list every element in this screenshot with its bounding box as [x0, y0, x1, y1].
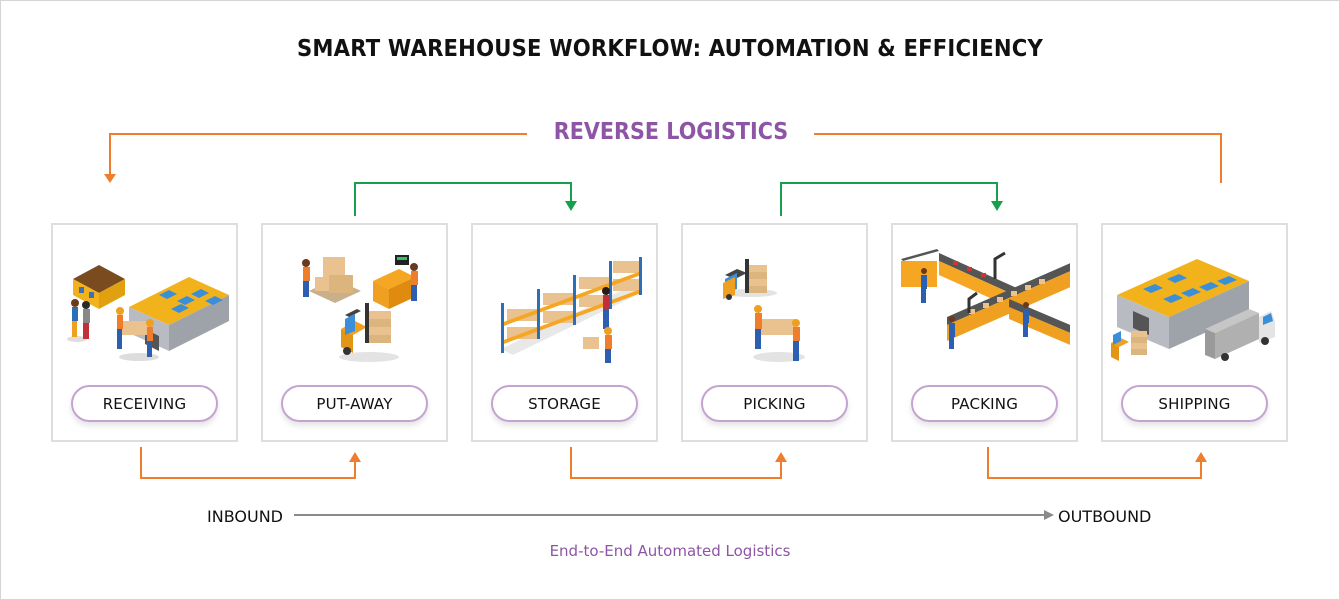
reverse-logistics-label: REVERSE LOGISTICS — [553, 119, 789, 145]
stage-button-shipping[interactable]: SHIPPING — [1121, 385, 1268, 422]
reverse-logistics-arrow — [109, 133, 1222, 183]
stage-button-packing[interactable]: PACKING — [911, 385, 1058, 422]
orange-connector-storage-picking — [570, 447, 787, 479]
inbound-label: INBOUND — [207, 507, 283, 526]
inbound-outbound-arrow — [294, 510, 1054, 520]
reverse-arrowhead — [104, 174, 116, 183]
green-connector-putaway-storage — [354, 182, 577, 216]
stage-button-picking[interactable]: PICKING — [701, 385, 848, 422]
orange-connector-packing-shipping — [987, 447, 1207, 479]
flow-caption: End-to-End Automated Logistics — [549, 542, 791, 560]
page-title: SMART WAREHOUSE WORKFLOW: AUTOMATION & E… — [297, 36, 1043, 62]
stage-card-put-away: PUT-AWAY — [261, 223, 448, 442]
stage-card-storage: STORAGE — [471, 223, 658, 442]
packing-conveyor-icon — [901, 249, 1070, 349]
green-connector-picking-packing — [780, 182, 1003, 216]
stage-button-storage[interactable]: STORAGE — [491, 385, 638, 422]
orange-connector-receiving-putaway — [140, 447, 361, 479]
stage-card-shipping: SHIPPING — [1101, 223, 1288, 442]
stage-card-receiving: RECEIVING — [51, 223, 238, 442]
stage-card-packing: PACKING — [891, 223, 1078, 442]
put-away-forklift-icon — [302, 255, 418, 362]
stage-button-put-away[interactable]: PUT-AWAY — [281, 385, 428, 422]
warehouse-receiving-icon — [67, 265, 229, 361]
stage-button-receiving[interactable]: RECEIVING — [71, 385, 218, 422]
shipping-truck-icon — [1111, 259, 1275, 361]
outbound-label: OUTBOUND — [1058, 507, 1152, 526]
picking-workers-icon — [723, 259, 805, 362]
storage-shelves-icon — [501, 257, 642, 363]
stage-card-picking: PICKING — [681, 223, 868, 442]
